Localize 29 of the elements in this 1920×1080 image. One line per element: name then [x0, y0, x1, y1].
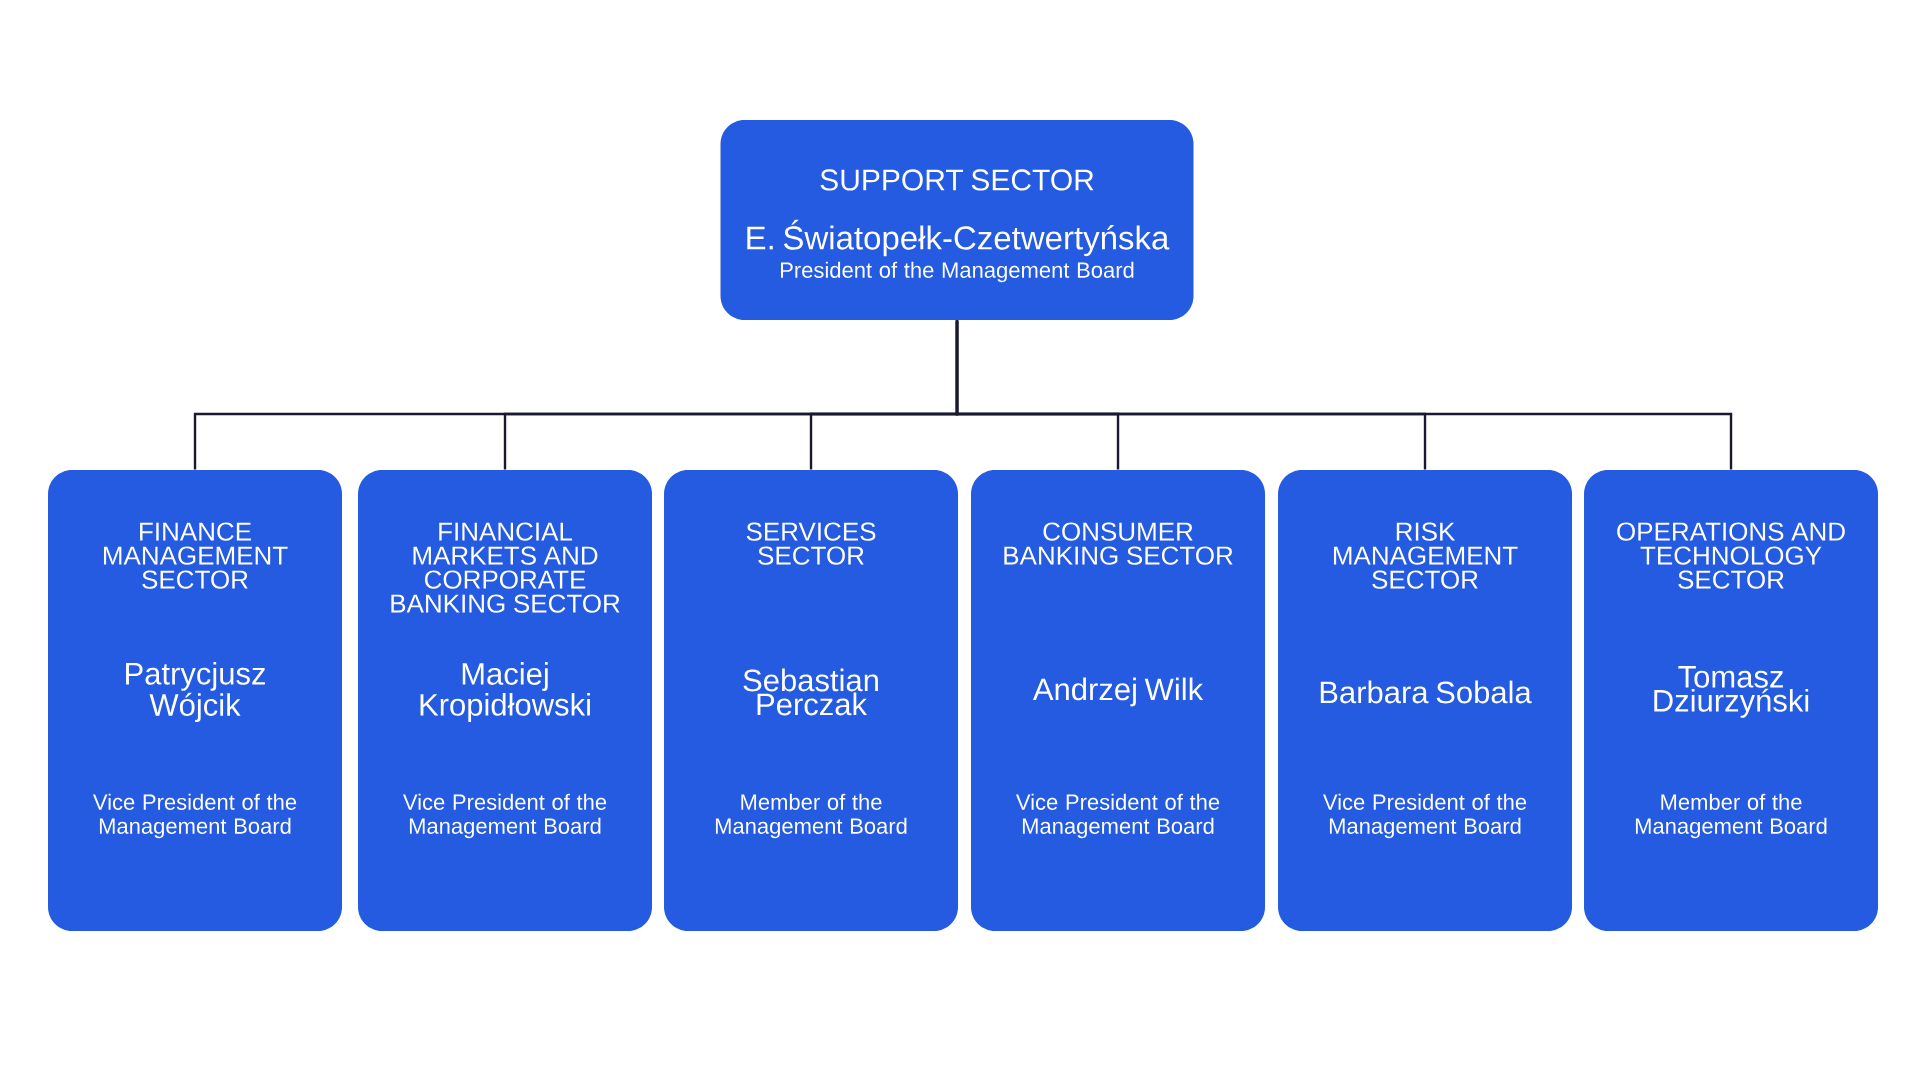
person-name: Sebastian Perczak — [743, 668, 878, 716]
person-name: Tomasz Dziurzyński — [1654, 666, 1809, 718]
role-text: President of the Management Board — [781, 261, 1134, 283]
sector-heading: CONSUMER BANKING SECTOR — [1004, 522, 1233, 565]
sector-heading: OPERATIONS AND TECHNOLOGY SECTOR — [1617, 522, 1845, 589]
sector-heading: FINANCIAL MARKETS AND CORPORATE BANKING SECTOR — [391, 522, 620, 613]
role-text: Vice President of the Management Board — [1015, 793, 1220, 839]
org-box — [1278, 470, 1572, 931]
sector-heading: FINANCE MANAGEMENT SECTOR — [104, 522, 288, 589]
person-name: E. Światopełk-Czetwertyńska — [747, 219, 1170, 257]
org-box — [971, 470, 1265, 931]
sector-heading: SERVICES SECTOR — [746, 522, 876, 565]
role-text: Vice President of the Management Board — [402, 793, 607, 839]
org-box — [48, 470, 342, 931]
person-name: Maciej Kropidłowski — [420, 662, 590, 722]
person-name: Barbara Sobala — [1320, 680, 1532, 704]
role-text: Member of the Management Board — [1635, 793, 1827, 839]
org-box — [1584, 470, 1878, 931]
role-text: Vice President of the Management Board — [92, 793, 297, 839]
person-name: Andrzej Wilk — [1032, 677, 1204, 707]
org-box — [664, 470, 958, 931]
person-name: Patrycjusz Wójcik — [126, 661, 265, 723]
org-box — [720, 120, 1194, 320]
role-text: Vice President of the Management Board — [1323, 793, 1527, 839]
role-text: Member of the Management Board — [715, 793, 907, 839]
sector-heading: SUPPORT SECTOR — [820, 169, 1094, 191]
connector-line — [955, 320, 1733, 470]
org-box — [358, 470, 652, 931]
sector-heading: RISK MANAGEMENT SECTOR — [1334, 522, 1518, 589]
